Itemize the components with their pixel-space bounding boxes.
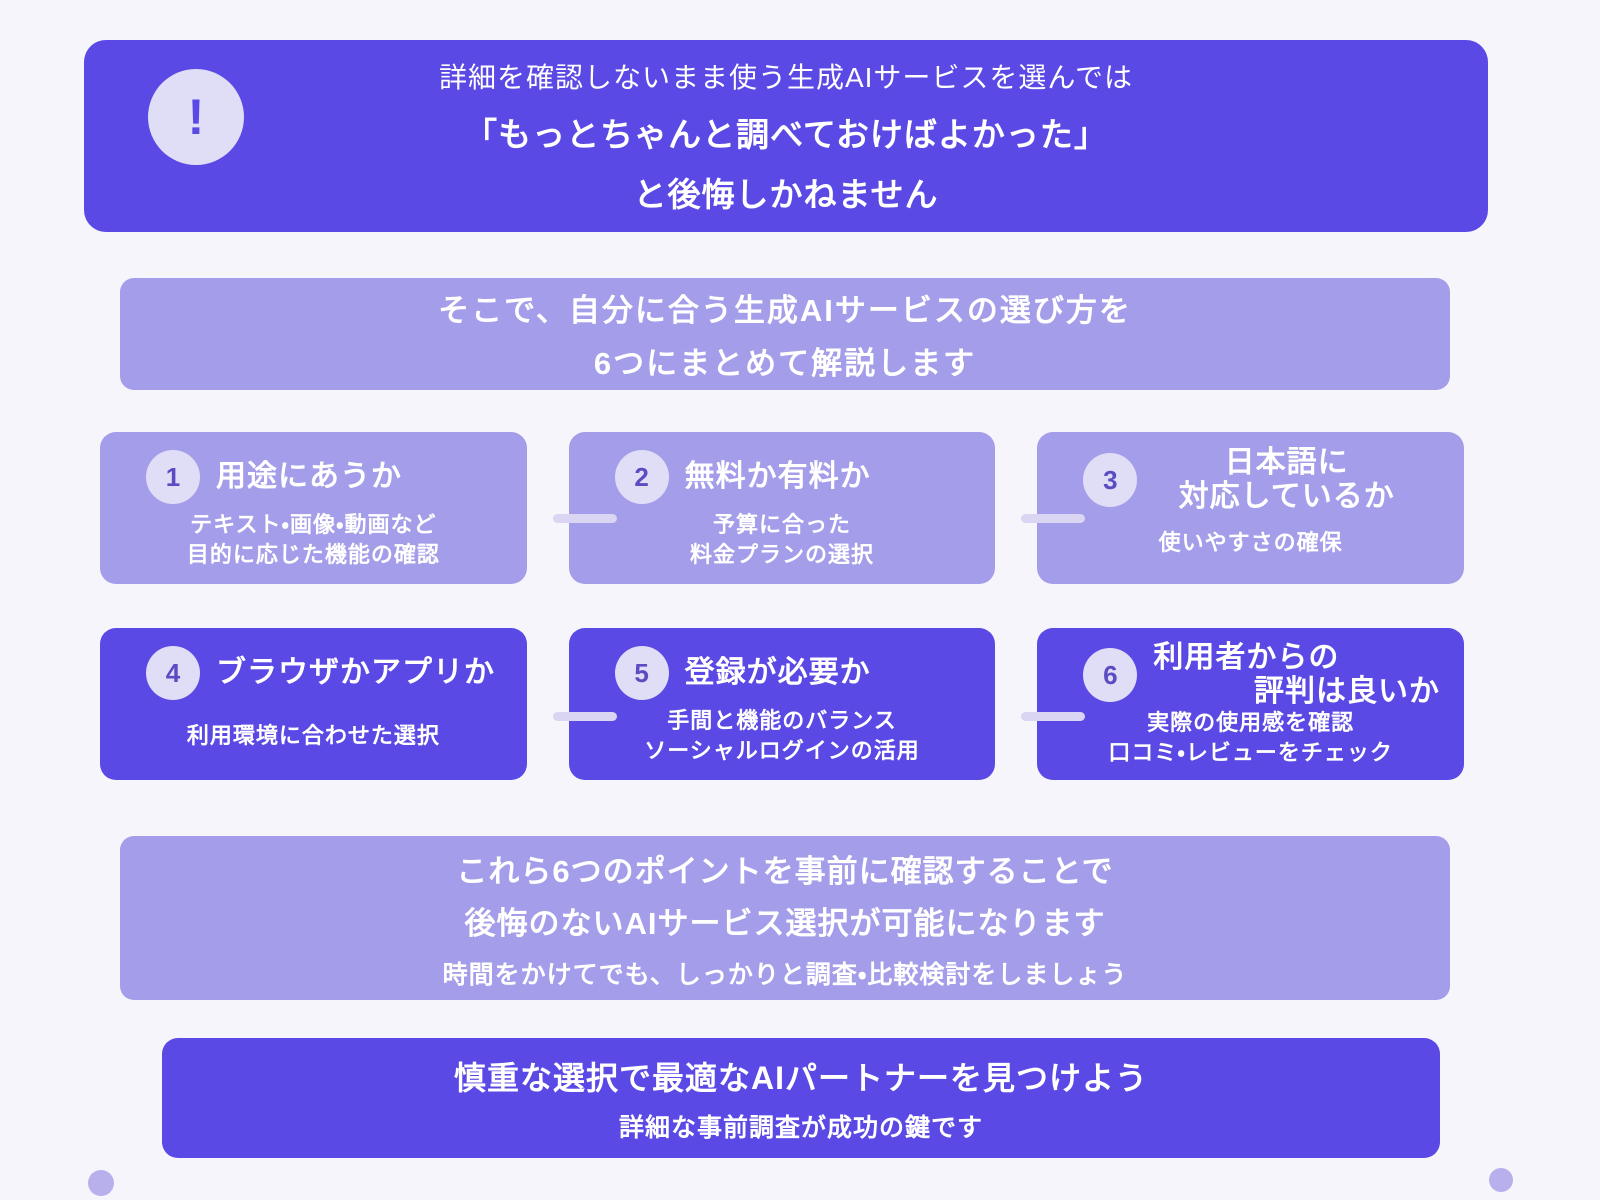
connector-line-5-6	[1021, 712, 1085, 721]
point-card-3: 3 日本語に 対応しているか 使いやすさの確保	[1037, 432, 1464, 584]
card-6-title: 利用者からの 評判は良いか	[1153, 641, 1440, 708]
card-5-title: 登録が必要か	[684, 656, 871, 689]
card-5-description: 手間と機能のバランス ソーシャルログインの活用	[644, 708, 920, 763]
card-4-header: 4 ブラウザかアプリか	[146, 642, 503, 704]
card-4-title: ブラウザかアプリか	[216, 656, 495, 689]
card-3-header: 3 日本語に 対応しているか	[1083, 446, 1440, 514]
connector-line-1-2	[553, 514, 617, 523]
number-badge-1: 1	[146, 450, 200, 504]
summary-line-3: 時間をかけてでも、しっかりと調査・比較検討をしましょう	[442, 960, 1128, 989]
conclusion-banner: 慎重な選択で最適なAIパートナーを見つけよう 詳細な事前調査が成功の鍵です	[162, 1038, 1440, 1158]
summary-banner: これら6つのポイントを事前に確認することで 後悔のないAIサービス選択が可能にな…	[120, 836, 1450, 1000]
number-badge-3: 3	[1083, 453, 1138, 507]
card-3-title: 日本語に 対応しているか	[1178, 446, 1395, 513]
card-2-title: 無料か有料か	[684, 460, 871, 493]
card-6-header: 6 利用者からの 評判は良いか	[1083, 641, 1440, 708]
decorative-dot-left	[88, 1170, 114, 1196]
conclusion-line-2: 詳細な事前調査が成功の鍵です	[618, 1113, 983, 1142]
intro-line-2: 6つにまとめて解説します	[593, 346, 977, 381]
point-card-5: 5 登録が必要か 手間と機能のバランス ソーシャルログインの活用	[568, 628, 996, 780]
decorative-dot-right	[1489, 1168, 1513, 1192]
connector-line-2-3	[1021, 514, 1085, 523]
summary-line-1: これら6つのポイントを事前に確認することで	[456, 853, 1114, 889]
point-card-2: 2 無料か有料か 予算に合った 料金プランの選択	[568, 432, 996, 584]
point-card-1: 1 用途にあうか テキスト・画像・動画など 目的に応じた機能の確認	[100, 432, 527, 584]
warning-banner: ! 詳細を確認しないまま使う生成AIサービスを選んでは 「もっとちゃんと調べてお…	[84, 40, 1488, 232]
card-6-description: 実際の使用感を確認 口コミ・レビューをチェック	[1108, 710, 1393, 765]
conclusion-line-1: 慎重な選択で最適なAIパートナーを見つけよう	[453, 1059, 1148, 1096]
card-3-description: 使いやすさの確保	[1158, 530, 1343, 555]
exclamation-icon: !	[148, 69, 244, 165]
warning-text: 詳細を確認しないまま使う生成AIサービスを選んでは 「もっとちゃんと調べておけば…	[439, 56, 1133, 216]
warning-line-1: 詳細を確認しないまま使う生成AIサービスを選んでは	[438, 62, 1134, 93]
card-4-description: 利用環境に合わせた選択	[186, 723, 440, 748]
warning-line-3: と後悔しかねません	[633, 176, 939, 213]
number-badge-6: 6	[1083, 648, 1138, 702]
card-2-header: 2 無料か有料か	[614, 446, 972, 508]
warning-line-2: 「もっとちゃんと調べておけばよかった」	[464, 116, 1108, 153]
number-badge-2: 2	[614, 450, 669, 504]
connector-line-4-5	[553, 712, 617, 721]
intro-banner: そこで、自分に合う生成AIサービスの選び方を 6つにまとめて解説します	[120, 278, 1450, 390]
summary-line-2: 後悔のないAIサービス選択が可能になります	[464, 905, 1106, 941]
card-2-description: 予算に合った 料金プランの選択	[689, 512, 874, 567]
number-badge-4: 4	[146, 646, 200, 700]
card-1-title: 用途にあうか	[216, 460, 402, 493]
points-grid: 1 用途にあうか テキスト・画像・動画など 目的に応じた機能の確認 2 無料か有…	[100, 432, 1464, 780]
point-card-4: 4 ブラウザかアプリか 利用環境に合わせた選択	[100, 628, 527, 780]
card-1-header: 1 用途にあうか	[146, 446, 503, 508]
card-5-header: 5 登録が必要か	[614, 642, 972, 704]
number-badge-5: 5	[614, 646, 669, 700]
card-1-description: テキスト・画像・動画など 目的に応じた機能の確認	[186, 512, 440, 567]
point-card-6: 6 利用者からの 評判は良いか 実際の使用感を確認 口コミ・レビューをチェック	[1037, 628, 1464, 780]
intro-line-1: そこで、自分に合う生成AIサービスの選び方を	[438, 293, 1132, 328]
